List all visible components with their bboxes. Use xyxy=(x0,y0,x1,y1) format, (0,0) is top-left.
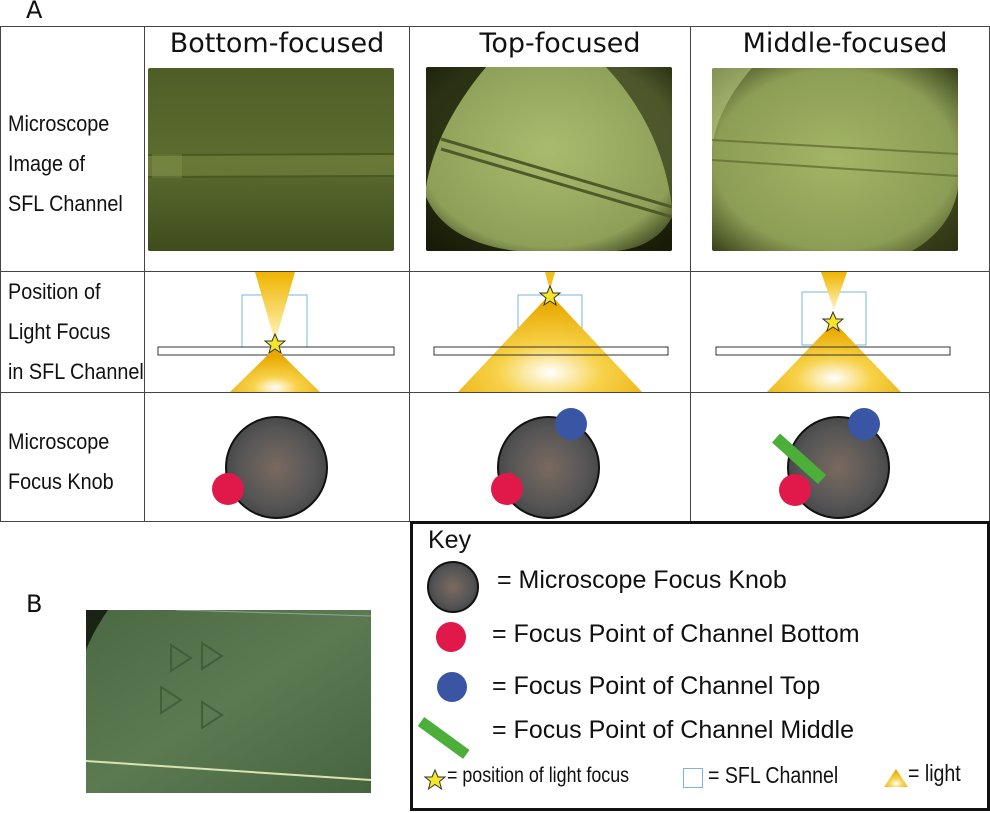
key-star-icon xyxy=(424,769,446,791)
column-header-bottom: Bottom-focused xyxy=(169,28,385,59)
table-border-left xyxy=(0,26,1,522)
focus-point-bottom-dot xyxy=(212,473,244,505)
row-label-line: in SFL Channel xyxy=(8,359,144,384)
focus-point-bottom-dot xyxy=(779,474,811,506)
channel-slide xyxy=(715,346,951,356)
light-triangle-icon xyxy=(230,348,320,392)
light-focus-diagram-bottom xyxy=(157,272,395,392)
light-triangle-icon xyxy=(458,294,642,392)
light-cone-upper xyxy=(255,272,295,342)
light-triangle-icon xyxy=(767,322,901,392)
row-label-line: SFL Channel xyxy=(8,191,123,216)
star-icon xyxy=(263,332,287,355)
row-label-focus-knob: Microscope Focus Knob xyxy=(8,422,114,502)
focus-knob-bottom xyxy=(225,416,328,519)
row-label-microscope-image: Microscope Image of SFL Channel xyxy=(8,104,123,224)
key-top-label: = Focus Point of Channel Top xyxy=(492,672,821,700)
star-icon xyxy=(538,284,562,307)
key-light-label: = light xyxy=(908,760,961,786)
row-divider xyxy=(0,271,990,272)
key-title: Key xyxy=(428,526,472,554)
channel-slide xyxy=(433,346,669,356)
row-label-line: Light Focus xyxy=(8,319,111,344)
row-label-line: Focus Knob xyxy=(8,469,114,494)
focus-point-bottom-dot xyxy=(491,473,523,505)
row-label-light-focus: Position of Light Focus in SFL Channel xyxy=(8,272,144,392)
panel-a-label: A xyxy=(26,0,43,24)
arrow-marks xyxy=(160,641,224,730)
row-label-line: Image of xyxy=(8,151,86,176)
row-label-line: Microscope xyxy=(8,111,110,136)
key-knob-label: = Microscope Focus Knob xyxy=(497,566,787,594)
microscope-image-top-focused xyxy=(426,67,672,251)
column-divider xyxy=(409,26,410,522)
panel-b-label: B xyxy=(26,590,43,618)
key-red-dot-icon xyxy=(436,622,466,652)
key-channel-label: = SFL Channel xyxy=(708,762,839,788)
microscope-image-middle-focused xyxy=(712,68,958,251)
column-header-top: Top-focused xyxy=(479,28,641,59)
light-cone-upper xyxy=(821,272,847,310)
light-cone-upper xyxy=(545,272,555,290)
key-bottom-label: = Focus Point of Channel Bottom xyxy=(492,620,860,648)
row-label-line: Position of xyxy=(8,279,101,304)
focus-point-top-dot xyxy=(848,408,880,440)
star-icon xyxy=(821,310,845,333)
microscope-image-bottom-focused xyxy=(148,68,394,251)
column-header-middle: Middle-focused xyxy=(742,28,948,59)
row-divider xyxy=(0,392,990,393)
column-divider xyxy=(690,26,691,522)
key-knob-icon xyxy=(427,561,479,613)
light-focus-diagram-middle xyxy=(715,272,951,392)
table-border-top xyxy=(0,26,990,27)
key-middle-label: = Focus Point of Channel Middle xyxy=(492,716,855,744)
row-label-line: Microscope xyxy=(8,429,110,454)
column-divider xyxy=(144,26,145,522)
panel-b-microscope-image xyxy=(86,610,371,793)
key-legend xyxy=(410,521,990,811)
key-star-label: = position of light focus xyxy=(447,764,630,787)
light-focus-diagram-top xyxy=(433,272,669,392)
key-blue-dot-icon xyxy=(437,672,467,702)
key-channel-square-icon xyxy=(683,768,703,788)
key-light-triangle-icon xyxy=(884,769,908,787)
focus-point-top-dot xyxy=(555,408,587,440)
